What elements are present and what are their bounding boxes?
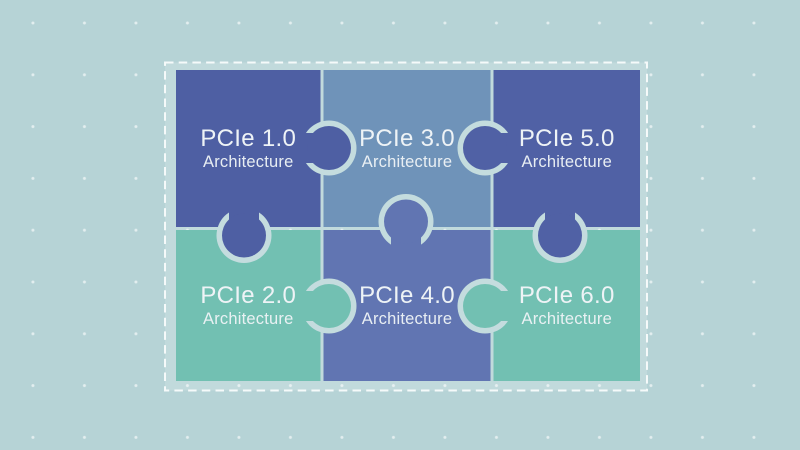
knob (538, 213, 582, 258)
knob (222, 213, 266, 258)
knob (307, 284, 351, 328)
knob (307, 126, 351, 170)
knobs (222, 126, 582, 328)
knob (463, 284, 507, 328)
knob (384, 199, 428, 244)
puzzle-piece-pcie-5-0 (493, 70, 640, 227)
dashed-border (164, 61, 648, 392)
puzzle-pieces (176, 70, 640, 381)
puzzle-piece-pcie-1-0 (176, 70, 321, 227)
knob (463, 126, 507, 170)
